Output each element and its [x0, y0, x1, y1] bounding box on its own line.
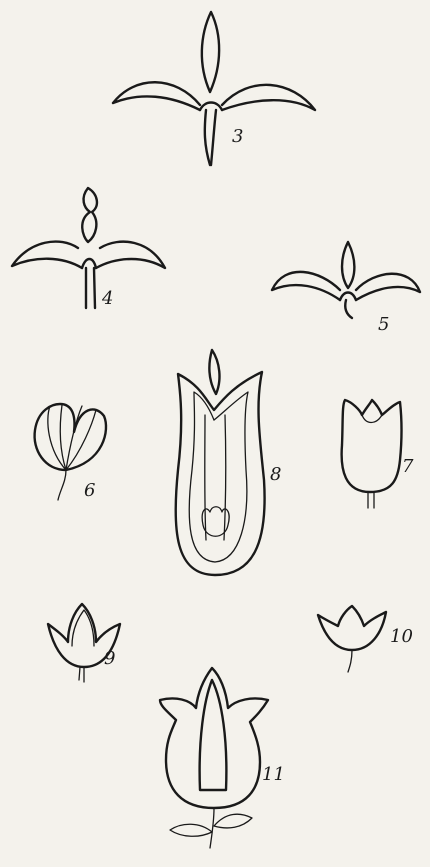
figure-6-closed-bud: 6 [35, 404, 106, 501]
figure-11-hatched-tulip: 11 [160, 668, 285, 848]
figure-5-small-trefoil: 5 [272, 242, 420, 335]
figure-5-number: 5 [378, 314, 389, 335]
figure-10-number: 10 [390, 626, 413, 647]
figure-3-number: 3 [232, 126, 243, 147]
figure-10-bell-flower: 10 [318, 606, 413, 672]
figure-3-trefoil: 3 [113, 12, 315, 165]
figure-8-number: 8 [270, 464, 281, 485]
figure-6-number: 6 [84, 480, 95, 501]
figure-9-number: 9 [104, 648, 115, 669]
figure-7-number: 7 [402, 456, 414, 477]
figure-9-open-flower: 9 [48, 604, 120, 682]
figure-11-number: 11 [262, 764, 285, 785]
figure-4-number: 4 [101, 288, 113, 309]
figure-4-budded-trefoil: 4 [12, 188, 165, 309]
figure-8-nested-tulip: 8 [176, 350, 282, 575]
figure-7-tulip: 7 [342, 400, 414, 508]
